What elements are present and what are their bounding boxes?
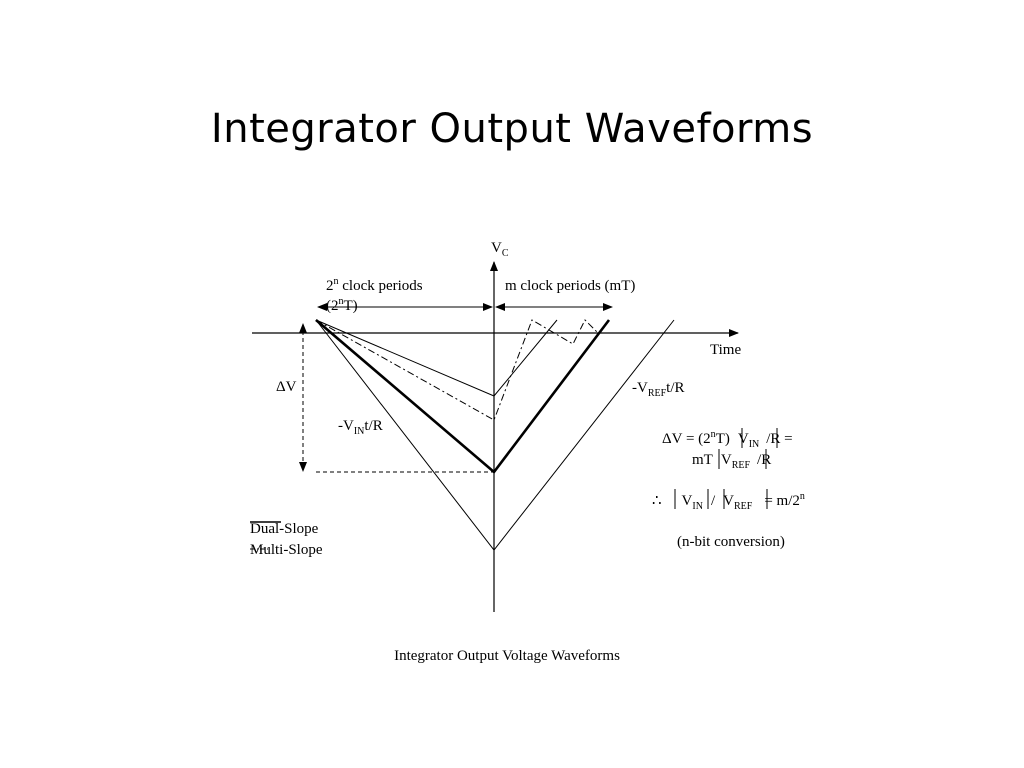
left-period-label: 2n clock periods bbox=[326, 276, 423, 294]
dual-slope-waveform bbox=[315, 319, 611, 474]
vref-slope-label: -VREFt/R bbox=[632, 380, 685, 399]
vc-axis-label: VC bbox=[491, 240, 509, 259]
legend-dual-slope-label: Dual-Slope bbox=[250, 521, 319, 537]
multi-slope-waveform bbox=[315, 319, 599, 421]
equation-line-3: ∴VIN/VREF= m/2n bbox=[652, 491, 805, 512]
slide-title: Integrator Output Waveforms bbox=[210, 106, 814, 152]
left-period-label-line2: (2nT) bbox=[326, 296, 358, 314]
vin-slope-label: -VINt/R bbox=[338, 418, 383, 437]
delta-v-label: ΔV bbox=[276, 379, 297, 395]
small-input-waveform bbox=[315, 319, 558, 397]
right-period-label: m clock periods (mT) bbox=[505, 278, 635, 294]
time-axis-label: Time bbox=[710, 342, 741, 358]
outer-thin-waveform bbox=[315, 319, 675, 551]
equation-line-1: ΔV = (2nT)VIN/R = bbox=[662, 429, 793, 450]
figure-caption: Integrator Output Voltage Waveforms bbox=[394, 648, 620, 664]
legend-multi-slope-label: Multi-Slope bbox=[250, 542, 323, 558]
equation-line-4: (n-bit conversion) bbox=[677, 534, 785, 550]
